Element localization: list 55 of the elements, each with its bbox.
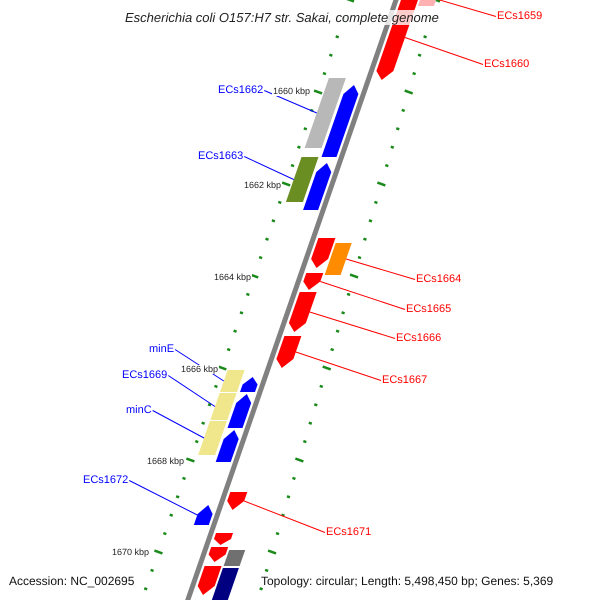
leader-line [295,352,382,381]
gene-segment [288,292,317,332]
gene-segment [227,492,248,510]
gene-segment [276,336,302,368]
leader-line [309,312,396,339]
leader-line [404,37,484,65]
gene-segment [216,430,239,462]
leader-line [244,156,294,180]
gene-segment [208,547,228,562]
gene-label: ECs1666 [396,333,442,344]
gene-segment [322,85,358,157]
leader-line [264,90,318,114]
gene-segment [198,421,227,455]
gene-label: ECs1669 [122,370,168,381]
gene-label: ECs1672 [83,475,128,486]
gene-label: ECs1665 [406,304,452,315]
scale-label: 1664 kbp [213,273,252,282]
leader-line [244,500,326,533]
gene-segment [214,533,233,545]
scale-label: 1662 kbp [243,181,282,190]
gene-segment [311,238,336,268]
gene-label: ECs1667 [382,375,428,386]
scale-label: 1660 kbp [272,87,312,96]
gene-label: ECs1662 [218,85,264,96]
gene-segment [228,394,252,428]
leader-line [152,410,205,438]
leader-line [168,375,216,407]
gene-segment [220,370,245,392]
gene-segment [224,550,246,566]
gene-label: ECs1671 [326,527,372,538]
gene-segment [324,243,352,275]
gene-segment [286,157,318,202]
gene-segment [418,0,439,6]
gene-label: ECs1660 [484,59,530,70]
gene-segment [194,505,213,525]
gene-segment [210,568,239,600]
gene-label: ECs1664 [416,274,462,285]
title: Escherichia coli O157:H7 str. Sakai, complete genome [125,10,439,25]
scale-label: 1668 kbp [146,457,186,466]
gene-segment [198,566,222,595]
gene-label: ECs1663 [198,151,244,162]
gene-segment [303,163,332,210]
gene-segment [303,273,324,290]
leader-line [320,281,406,310]
scale-label: 1670 kbp [111,548,150,557]
gene-label: minE [149,344,174,355]
accession-text: Accession: NC_002695 [9,575,134,587]
genome-info-text: Topology: circular; Length: 5,498,450 bp; Genes: 5,369 [261,575,554,587]
gene-segment [210,393,237,420]
gene-label: ECs1659 [497,11,542,22]
gene-segment [240,377,258,392]
leader-line [346,258,416,280]
gene-label: minC [126,405,152,416]
scale-label: 1666 kbp [180,365,220,374]
leader-line [128,480,198,516]
